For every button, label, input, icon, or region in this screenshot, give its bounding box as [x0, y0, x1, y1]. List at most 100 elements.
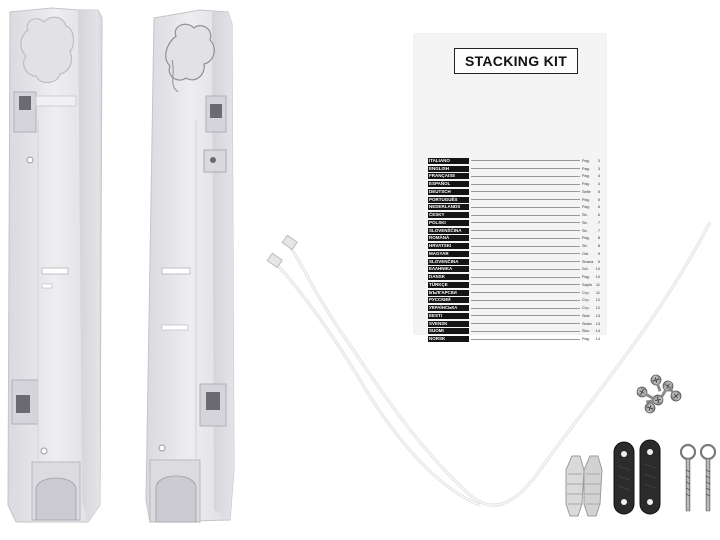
toc-dotted-line: [471, 175, 580, 177]
toc-language: ENGLISH: [428, 165, 469, 172]
toc-page-number: 6: [597, 213, 600, 218]
toc-page-label: Str.: [582, 228, 588, 233]
toc-page-label: Стр.: [582, 290, 590, 295]
toc-dotted-line: [471, 330, 580, 332]
toc-row: POLSKI Str. 7: [428, 219, 600, 227]
toc-page-number: 8: [597, 244, 600, 249]
toc-page-label: Side: [582, 313, 590, 318]
toc-dotted-line: [471, 199, 580, 201]
toc-dotted-line: [471, 214, 580, 216]
toc-language: HRVATSKI: [428, 243, 469, 250]
toc-page-label: Pag.: [582, 275, 590, 280]
toc-page-number: 11: [596, 290, 600, 295]
toc-dotted-line: [471, 323, 580, 325]
toc-language: SUOMI: [428, 328, 469, 335]
toc-dotted-line: [471, 292, 580, 294]
toc-page-label: Pag.: [582, 205, 590, 210]
toc-page-label: Pag.: [582, 166, 590, 171]
toc-row: ITALIANO Pag. 3: [428, 157, 600, 165]
toc-page-number: 13: [595, 313, 600, 318]
toc-dotted-line: [471, 315, 580, 317]
toc-page-number: 7: [597, 220, 600, 225]
toc-page-number: 4: [597, 174, 600, 179]
wall-anchors: [565, 455, 603, 517]
toc-page-label: Pag.: [582, 337, 590, 342]
toc-page-number: 8: [597, 236, 600, 241]
toc-page-label: Sivu: [582, 329, 590, 334]
toc-page-number: 7: [597, 228, 600, 233]
toc-page-number: 10: [595, 267, 600, 272]
toc-language: ESPAÑOL: [428, 181, 469, 188]
toc-dotted-line: [471, 268, 580, 270]
toc-dotted-line: [471, 222, 580, 224]
toc-language: FRANÇAISE: [428, 173, 469, 180]
toc-page-number: 6: [597, 205, 600, 210]
toc-dotted-line: [471, 168, 580, 170]
toc-row: FRANÇAISE Pag. 4: [428, 173, 600, 181]
toc-language: POLSKI: [428, 219, 469, 226]
toc-page-label: Old.: [582, 251, 589, 256]
toc-page-number: 14: [595, 329, 600, 334]
toc-page-label: Strana: [582, 259, 594, 264]
toc-dotted-line: [471, 299, 580, 301]
toc-language: УКРАЇНСЬКА: [428, 305, 469, 312]
toc-page-label: Pag.: [582, 236, 590, 241]
toc-dotted-line: [471, 284, 580, 286]
toc-language: PORTUGUÊS: [428, 196, 469, 203]
toc-dotted-line: [471, 307, 580, 309]
toc-page-number: 5: [597, 197, 600, 202]
toc-page-number: 11: [596, 282, 600, 287]
toc-row: HRVATSKI Str. 8: [428, 242, 600, 250]
toc-dotted-line: [471, 261, 580, 263]
toc-page-number: 3: [597, 158, 600, 163]
toc-dotted-line: [471, 183, 580, 185]
toc-page-label: Стр.: [582, 298, 590, 303]
toc-language: ČESKY: [428, 212, 469, 219]
cable-ties: [266, 221, 712, 507]
toc-page-number: 12: [595, 298, 600, 303]
toc-dotted-line: [471, 237, 580, 239]
toc-page-number: 13: [595, 321, 600, 326]
toc-dotted-line: [471, 206, 580, 208]
toc-dotted-line: [471, 160, 580, 162]
toc-dotted-line: [471, 191, 580, 193]
toc-page-label: Str.: [582, 213, 588, 218]
toc-page-label: Pag.: [582, 174, 590, 179]
toc-dotted-line: [471, 276, 580, 278]
toc-language: ITALIANO: [428, 157, 469, 164]
toc-page-label: Seite: [582, 189, 591, 194]
toc-language: SVENSK: [428, 320, 469, 327]
toc-page-label: Sayfa: [582, 282, 592, 287]
toc-dotted-line: [471, 245, 580, 247]
toc-page-number: 9: [597, 259, 600, 264]
toc-dotted-line: [471, 230, 580, 232]
manual-title: STACKING KIT: [454, 48, 578, 74]
toc-page-number: 12: [595, 306, 600, 311]
toc-page-label: Str.: [582, 244, 588, 249]
toc-row: ČESKY Str. 6: [428, 211, 600, 219]
toc-page-label: Str.: [582, 220, 588, 225]
toc-language: SLOVENČINA: [428, 258, 469, 265]
toc-page-label: Pág.: [582, 197, 590, 202]
toc-language: SLOVENŠČINA: [428, 227, 469, 234]
toc-page-label: Pag.: [582, 158, 590, 163]
toc-page-label: Σελ.: [582, 267, 589, 272]
toc-dotted-line: [471, 338, 580, 340]
toc-row: PORTUGUÊS Pág. 5: [428, 196, 600, 204]
toc-page-label: Стр.: [582, 306, 590, 311]
toc-page-number: 10: [595, 275, 600, 280]
screws: [636, 374, 682, 414]
